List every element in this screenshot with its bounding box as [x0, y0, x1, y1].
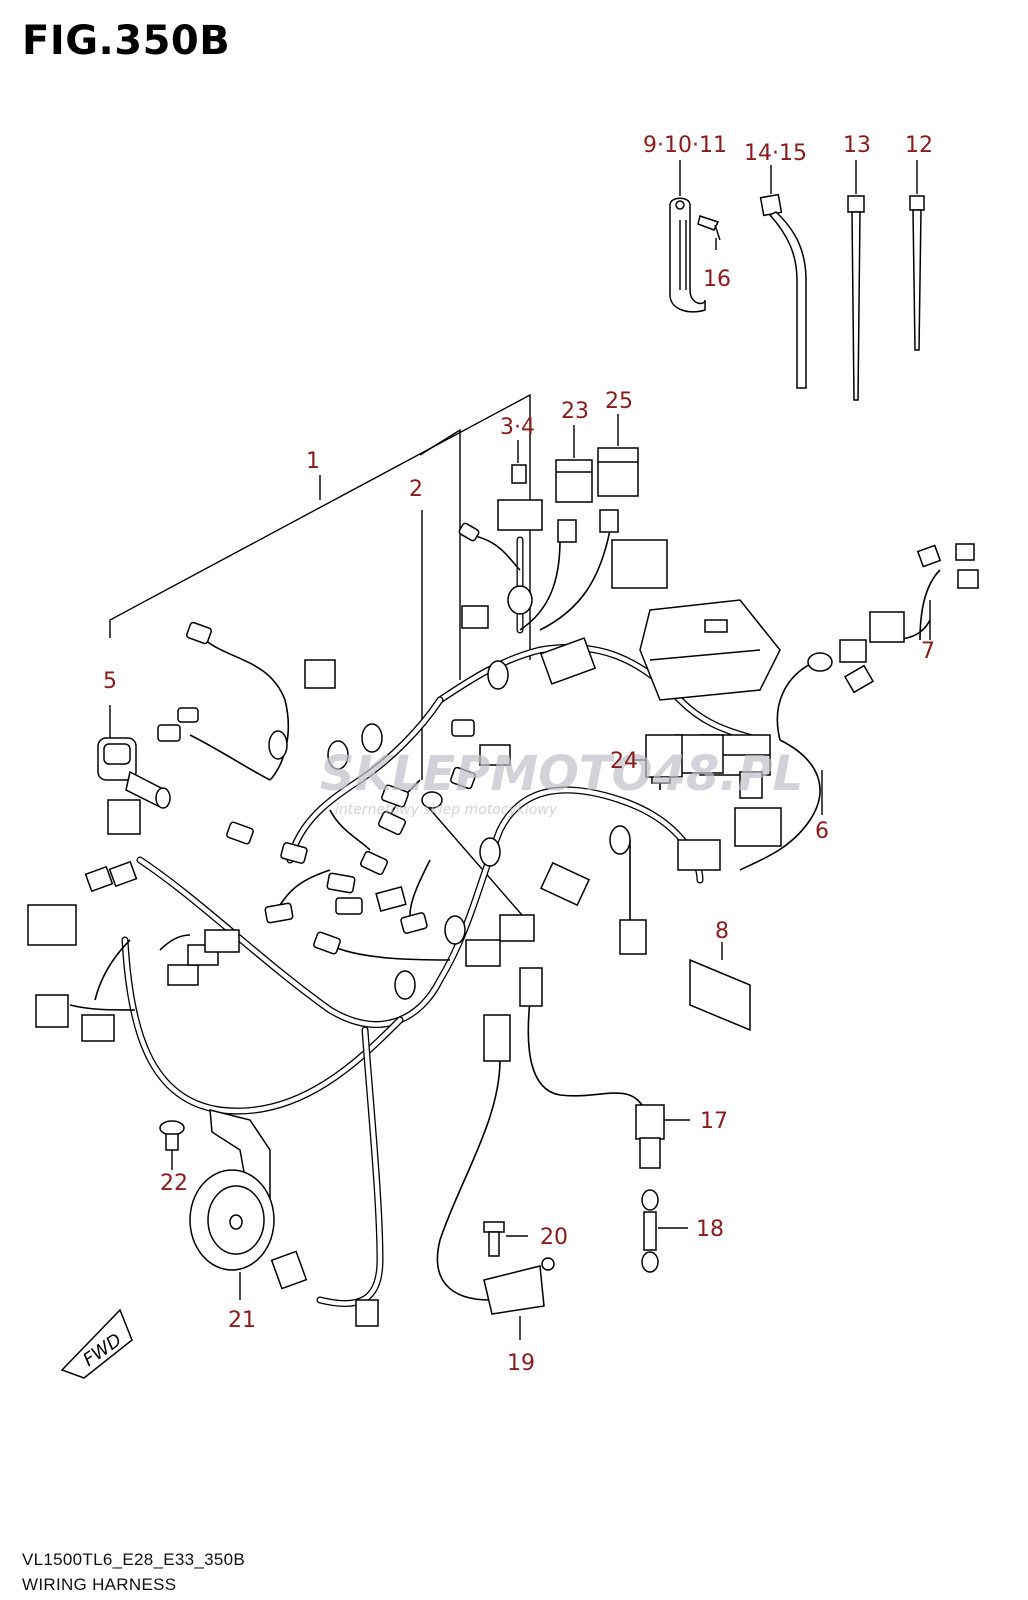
callout-21: 21 [228, 1308, 256, 1333]
sensor-19 [436, 1014, 555, 1340]
horn-21 [189, 1109, 379, 1327]
callout-3-4: 3·4 [500, 415, 535, 440]
bolt-22 [159, 1120, 185, 1168]
callout-labels: 9·10·11 14·15 13 12 16 3·4 23 25 1 2 5 7… [103, 133, 935, 1376]
callout-17: 17 [700, 1109, 728, 1134]
figure-title: FIG.350B [22, 18, 231, 64]
tie-12 [909, 160, 925, 351]
callout-24: 24 [610, 749, 638, 774]
relay-23 [555, 425, 593, 503]
callout-5: 5 [103, 669, 117, 694]
harness-bands [268, 585, 631, 1000]
screw-16 [697, 215, 721, 250]
sub-harness-7 [807, 543, 979, 694]
label-sheet-8 [689, 958, 751, 1032]
watermark-brand: SKLEPMOTO48.PL [320, 746, 803, 802]
callout-16: 16 [703, 267, 731, 292]
footer-name: WIRING HARNESS [22, 1575, 177, 1594]
tie-13 [847, 160, 865, 401]
grommet-5 [97, 737, 171, 809]
callout-14-15: 14·15 [744, 141, 807, 166]
callout-1: 1 [306, 449, 320, 474]
sensor-17 [519, 967, 690, 1169]
callout-6: 6 [815, 819, 829, 844]
callout-20: 20 [540, 1225, 568, 1250]
group-bracket-lines [109, 393, 531, 916]
tie-14-15 [759, 165, 807, 389]
watermark-tagline: internetowy sklep motocyklowy [335, 802, 558, 818]
callout-13: 13 [843, 133, 871, 158]
callout-23: 23 [561, 399, 589, 424]
callout-25: 25 [605, 389, 633, 414]
callout-12: 12 [905, 133, 933, 158]
fuse-3-4 [497, 440, 543, 531]
callout-9-10-11: 9·10·11 [643, 133, 727, 158]
spring-18 [641, 1189, 688, 1273]
clamp-9-10-11 [669, 160, 706, 313]
callout-2: 2 [409, 477, 423, 502]
callout-22: 22 [160, 1171, 188, 1196]
callout-7: 7 [921, 639, 935, 664]
callout-18: 18 [696, 1217, 724, 1242]
relay-25 [597, 414, 639, 497]
footer-code: VL1500TL6_E28_E33_350B [22, 1550, 246, 1569]
relay-24 [632, 734, 683, 778]
sub-harness-6 [619, 734, 782, 955]
harness-connectors [27, 509, 668, 1042]
fwd-arrow-icon: FWD [60, 1308, 133, 1379]
leader-lines [171, 600, 931, 1170]
screw-20 [483, 1221, 528, 1257]
callout-8: 8 [715, 919, 729, 944]
callout-19: 19 [507, 1351, 535, 1376]
watermark: SKLEPMOTO48.PL internetowy sklep motocyk… [320, 746, 803, 818]
